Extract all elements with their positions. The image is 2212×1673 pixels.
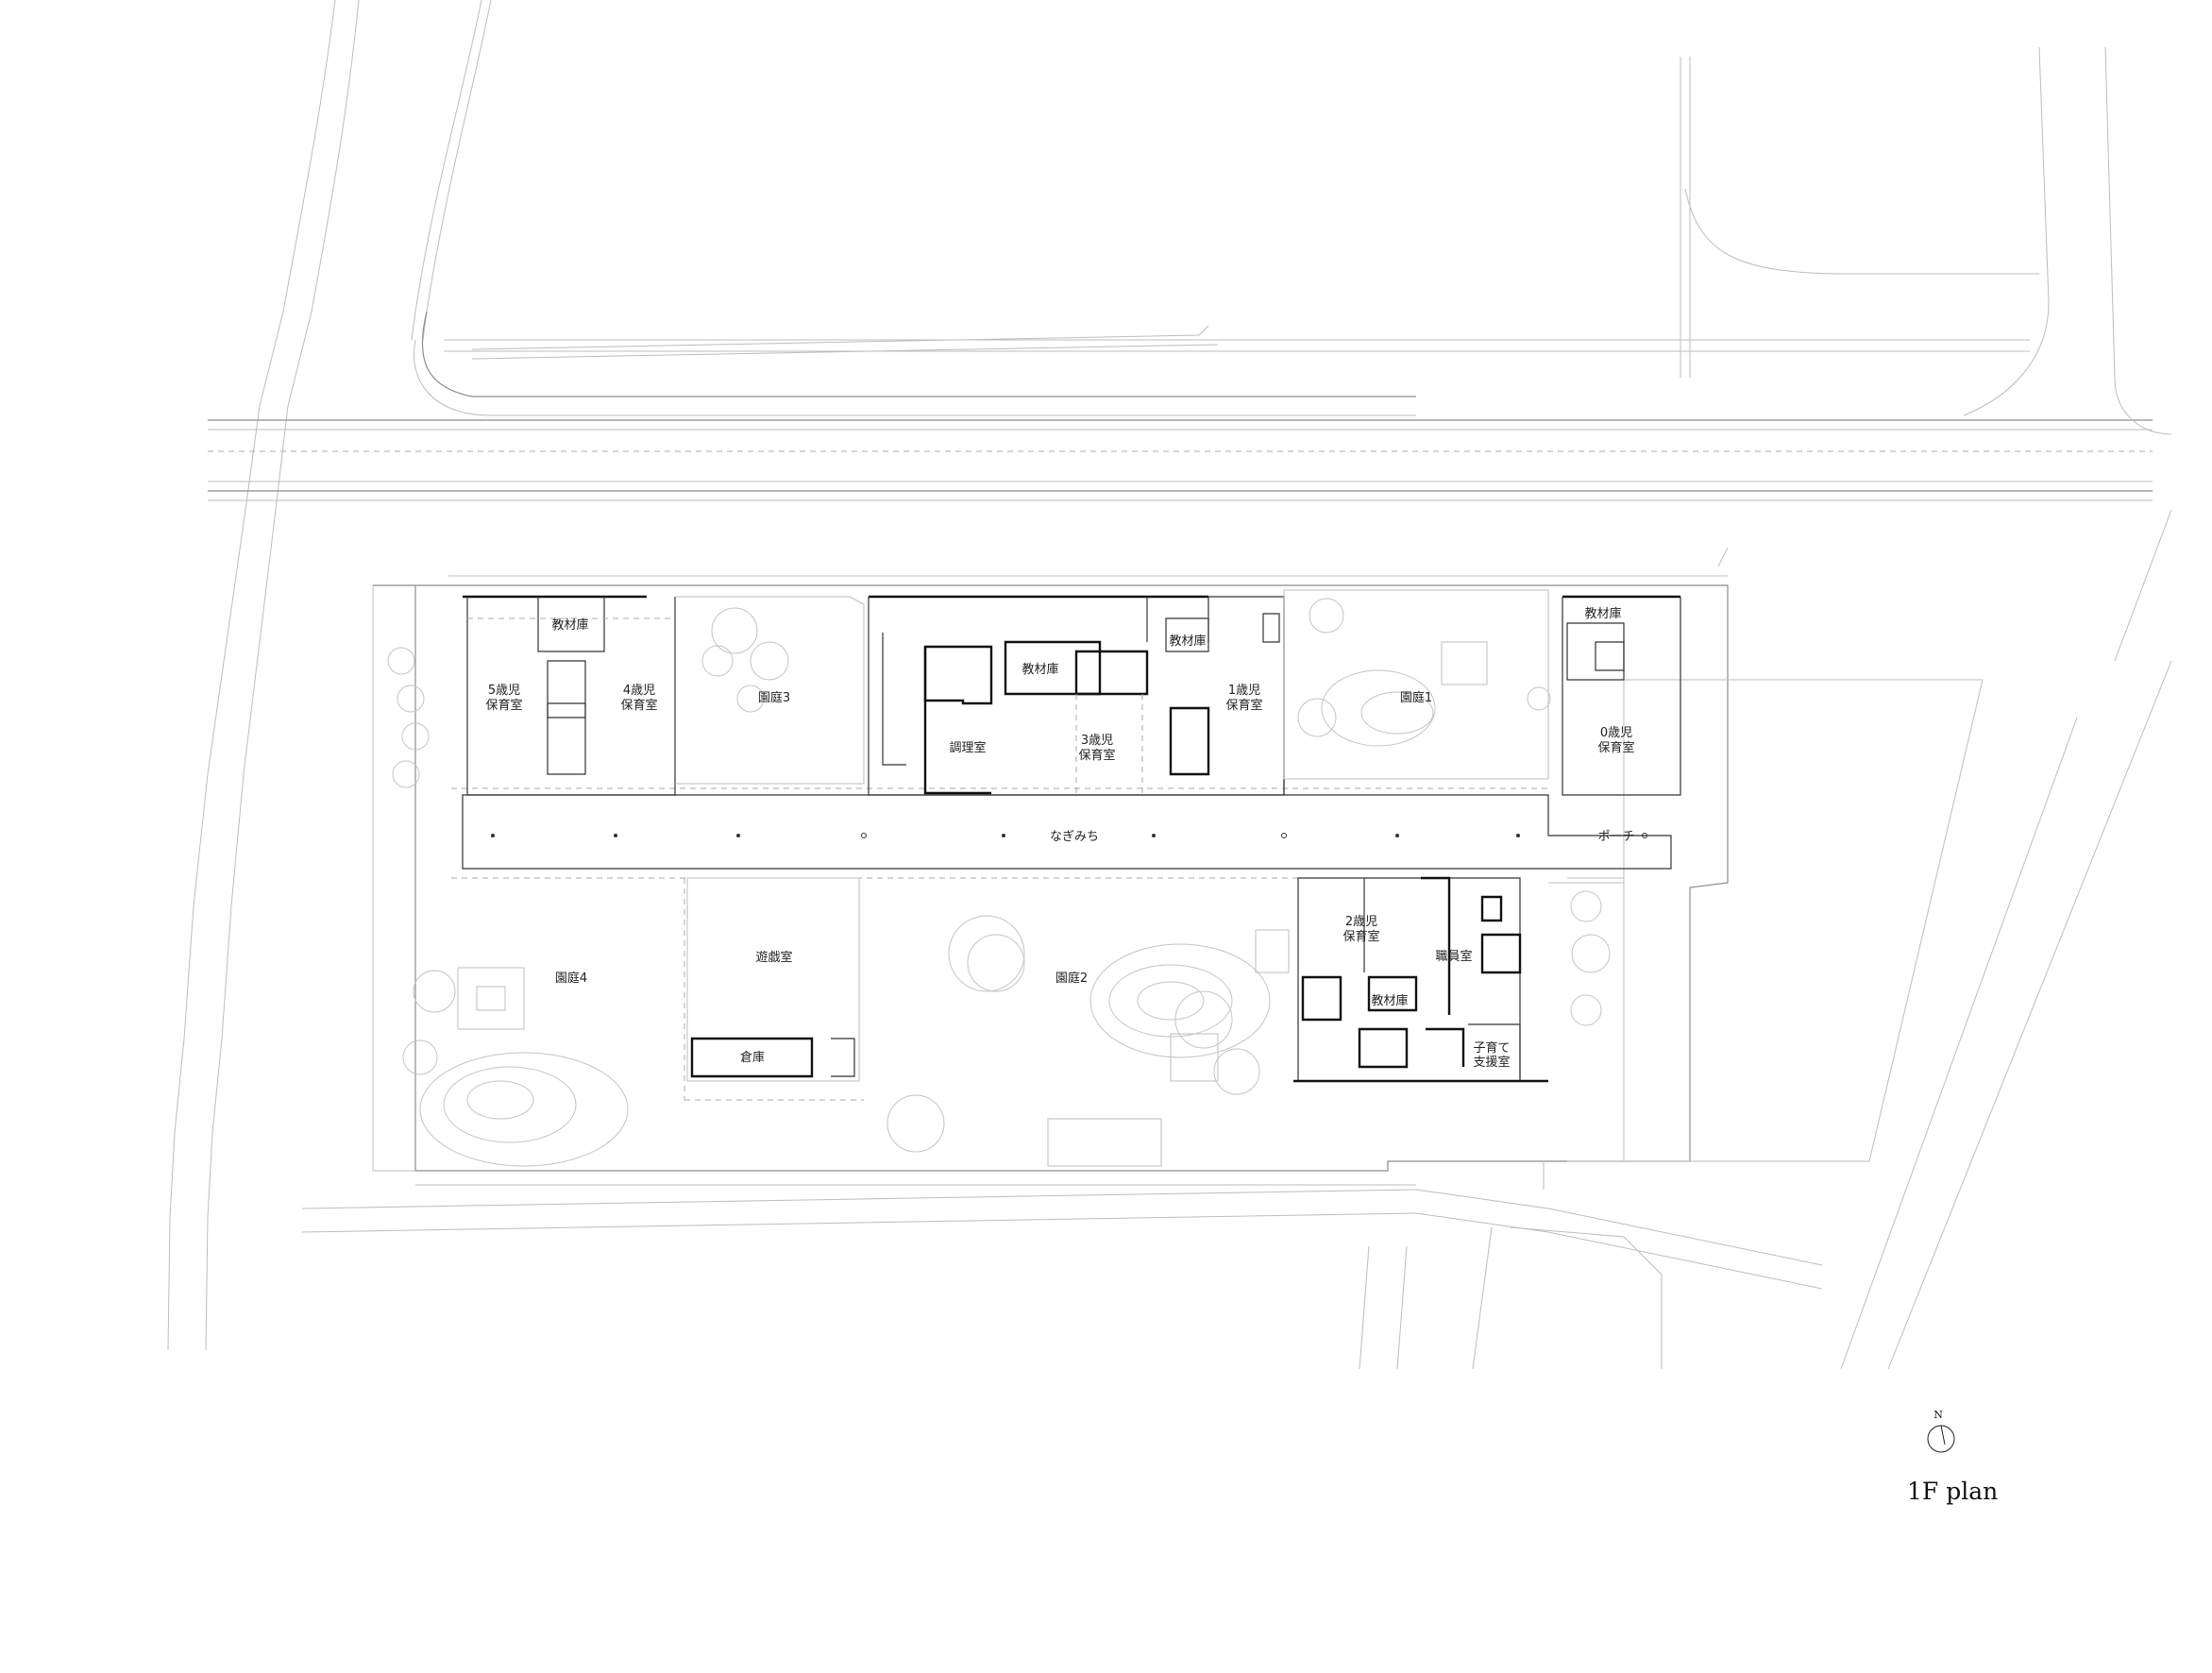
room-label-kyozai-4: 教材庫 (1584, 606, 1621, 621)
landscape (387, 598, 1611, 1167)
site-context (167, 0, 2172, 1370)
parking-lot (1623, 679, 1984, 1162)
room-label-kyozai-5: 教材庫 (1371, 993, 1408, 1008)
room-label-entei2: 園庭2 (1055, 971, 1088, 986)
room-label-kosodate-line1: 子育て (1473, 1040, 1510, 1056)
room-label-kyozai-2: 教材庫 (1022, 662, 1058, 677)
north-label: N (1933, 1409, 1943, 1421)
room-label-hoiku1-line1: 1歳児 (1228, 684, 1260, 698)
room-label-kyozai-3: 教材庫 (1169, 634, 1206, 649)
corridor-columns (491, 833, 1647, 838)
room-label-souko: 倉庫 (740, 1051, 765, 1065)
room-label-chouri: 調理室 (949, 740, 986, 755)
room-label-shokuin: 職員室 (1435, 949, 1472, 964)
room-label-porch: ポーチ (1597, 830, 1634, 844)
room-label-kyozai-1: 教材庫 (551, 617, 588, 633)
room-label-hoiku3-line2: 保育室 (1078, 748, 1115, 763)
room-label-hoiku2-line1: 2歳児 (1345, 915, 1377, 929)
room-label-kosodate-line2: 支援室 (1473, 1055, 1510, 1070)
room-label-hoiku5-line1: 5歳児 (488, 684, 520, 698)
room-labels: 教材庫 5歳児 保育室 4歳児 保育室 園庭3 教材庫 調理室 3歳児 保育室 … (485, 606, 1634, 1070)
building (451, 589, 1681, 1167)
room-label-hoiku0-line1: 0歳児 (1600, 726, 1632, 740)
upper-road-hatching (444, 339, 2030, 352)
room-label-entei1: 園庭1 (1400, 690, 1432, 705)
room-label-entei4: 園庭4 (555, 971, 587, 986)
room-label-hoiku3-line1: 3歳児 (1081, 734, 1113, 748)
room-label-hoiku1-line2: 保育室 (1225, 698, 1262, 713)
room-label-hoiku2-line2: 保育室 (1342, 929, 1379, 944)
site-boundary (372, 547, 1984, 1190)
room-label-hoiku0-line2: 保育室 (1597, 740, 1634, 755)
room-label-hoiku4-line2: 保育室 (620, 698, 657, 713)
room-label-nagimichi: なぎみち (1050, 830, 1099, 844)
room-label-hoiku5-line2: 保育室 (485, 698, 522, 713)
room-label-hoiku4-line1: 4歳児 (623, 684, 655, 698)
room-label-entei3: 園庭3 (758, 690, 790, 705)
north-arrow: N (1927, 1409, 1955, 1453)
plan-caption: 1F plan (1907, 1478, 1998, 1505)
room-label-yugi: 遊戯室 (755, 950, 792, 965)
